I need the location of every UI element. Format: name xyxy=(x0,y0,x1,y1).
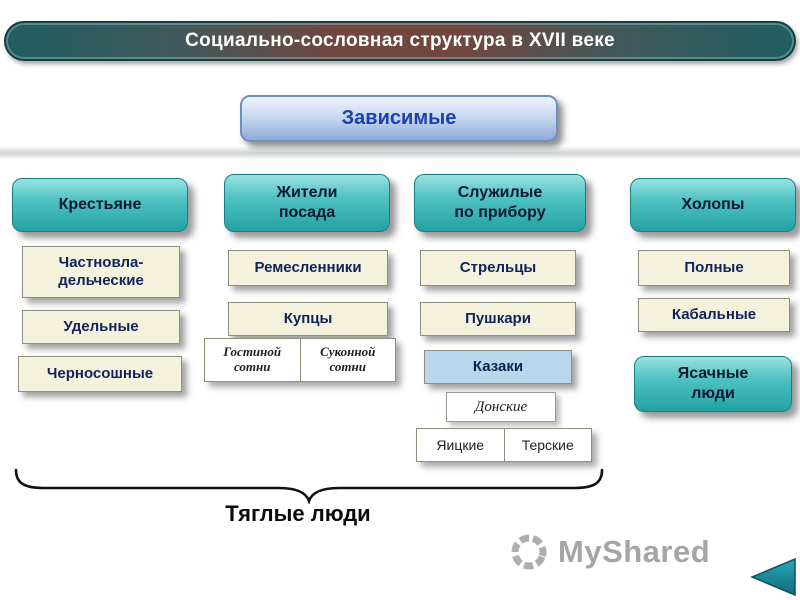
node-label: Казаки xyxy=(472,358,524,375)
node-label: Кабальные xyxy=(671,306,757,323)
brace-label: Тяглые люди xyxy=(225,501,371,526)
node-label: Стрельцы xyxy=(459,259,537,276)
node-label: Служилые по прибору xyxy=(454,184,546,221)
slide-title: Социально-сословная структура в XVII век… xyxy=(185,30,615,51)
node-holopy: Холопы xyxy=(630,178,796,232)
node-label: Донские xyxy=(474,398,528,415)
node-polnye: Полные xyxy=(638,250,790,286)
node-label: Частновла- дельческие xyxy=(58,254,144,289)
node-kazaki: Казаки xyxy=(424,350,572,384)
node-strelcy: Стрельцы xyxy=(420,250,576,286)
node-terskie: Терские xyxy=(503,429,592,461)
slide-title-banner: Социально-сословная структура в XVII век… xyxy=(4,21,796,61)
watermark: MyShared xyxy=(508,531,710,573)
node-label: Полные xyxy=(684,259,744,276)
node-zhiteli-posada: Жители посада xyxy=(224,174,390,232)
back-arrow-icon[interactable] xyxy=(750,558,796,596)
node-label: Удельные xyxy=(63,318,139,335)
myshared-logo-icon xyxy=(511,534,547,570)
node-label: Ремесленники xyxy=(254,259,362,276)
node-zavisimye: Зависимые xyxy=(240,95,558,142)
node-kupcy: Купцы xyxy=(228,302,388,336)
node-sotni-split: Гостиной сотни Суконной сотни xyxy=(204,338,396,382)
node-donskie: Донские xyxy=(446,392,556,422)
node-kazaki-split: Яицкие Терские xyxy=(416,428,592,462)
node-gostinoj-sotni: Гостиной сотни xyxy=(223,344,282,374)
node-label: Черносошные xyxy=(46,365,154,382)
node-chernososhnye: Черносошные xyxy=(18,356,182,392)
node-udelnye: Удельные xyxy=(22,310,180,344)
node-sukonnoj-sotni: Суконной сотни xyxy=(299,339,396,381)
watermark-text: MyShared xyxy=(558,534,711,569)
node-label: Ясачные люди xyxy=(677,365,749,402)
node-zavisimye-label: Зависимые xyxy=(341,107,457,129)
node-chastnovladelcheskie: Частновла- дельческие xyxy=(22,246,180,298)
node-remeslenniki: Ремесленники xyxy=(228,250,388,286)
curly-brace xyxy=(14,468,604,504)
node-pushkari: Пушкари xyxy=(420,302,576,336)
node-yaickie: Яицкие xyxy=(436,436,485,453)
node-kabalnye: Кабальные xyxy=(638,298,790,332)
node-label: Холопы xyxy=(681,196,745,213)
divider-line xyxy=(0,146,800,160)
node-yasachnye-lyudi: Ясачные люди xyxy=(634,356,792,412)
node-krestyane: Крестьяне xyxy=(12,178,188,232)
node-label: Пушкари xyxy=(465,310,531,327)
node-label: Крестьяне xyxy=(58,196,142,213)
node-label: Жители посада xyxy=(276,184,338,221)
node-label: Купцы xyxy=(283,310,333,327)
node-sluzhilye-po-priboru: Служилые по прибору xyxy=(414,174,586,232)
